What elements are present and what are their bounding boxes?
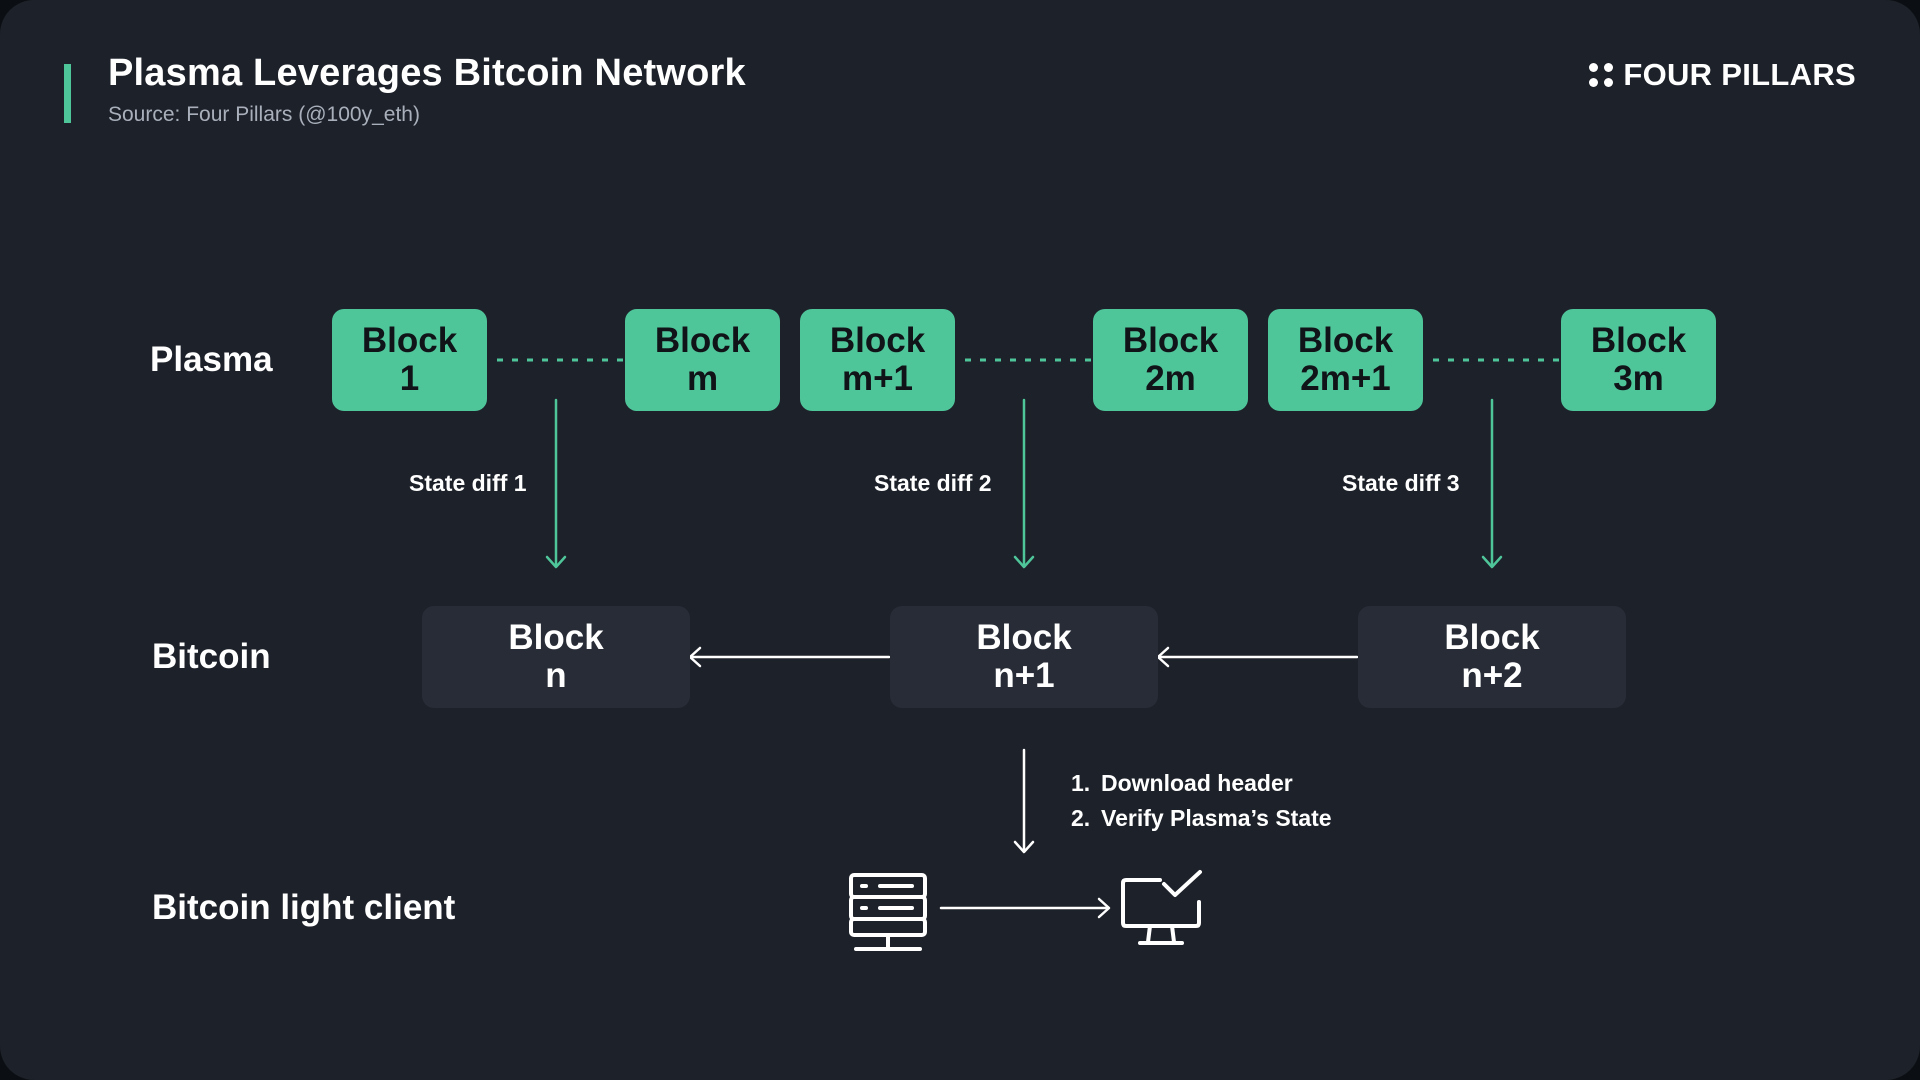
title-accent-bar xyxy=(64,64,71,123)
state-diff-1-arrow xyxy=(545,398,567,569)
bitcoin-block: Block n+1 xyxy=(890,606,1158,708)
state-diff-label: State diff 1 xyxy=(409,470,527,496)
bitcoin-block: Block n+2 xyxy=(1358,606,1626,708)
block-id: 2m xyxy=(1145,359,1196,398)
step-number: 1. xyxy=(1071,770,1091,796)
block-id: n xyxy=(545,656,567,695)
step-text: Verify Plasma’s State xyxy=(1101,805,1332,831)
block-label: Block xyxy=(1122,321,1219,360)
state-diff-3-arrow xyxy=(1481,398,1503,569)
chain-link-arrow xyxy=(688,646,891,668)
source-caption: Source: Four Pillars (@100y_eth) xyxy=(108,103,420,126)
brand-logo: FOUR PILLARS xyxy=(1589,57,1856,93)
row-label-bitcoin: Bitcoin xyxy=(152,637,271,676)
block-label: Block xyxy=(508,618,604,657)
download-arrow xyxy=(1013,748,1035,854)
block-id: 3m xyxy=(1613,359,1664,398)
step-text: Download header xyxy=(1101,770,1293,796)
plasma-block: Block 2m+1 xyxy=(1268,309,1423,411)
plasma-block: Block m+1 xyxy=(800,309,955,411)
four-dots-icon xyxy=(1589,63,1614,87)
row-label-light-client: Bitcoin light client xyxy=(152,888,456,927)
step-item: 2. Verify Plasma’s State xyxy=(1071,801,1332,836)
block-label: Block xyxy=(361,321,458,360)
chain-link-arrow xyxy=(1156,646,1359,668)
state-diff-label: State diff 2 xyxy=(874,470,992,496)
block-label: Block xyxy=(1444,618,1540,657)
block-id: m+1 xyxy=(841,359,914,398)
state-diff-2-arrow xyxy=(1013,398,1035,569)
brand-name: FOUR PILLARS xyxy=(1623,57,1856,92)
monitor-check-icon xyxy=(1121,870,1202,945)
block-label: Block xyxy=(654,321,751,360)
block-id: n+1 xyxy=(993,656,1055,695)
block-label: Block xyxy=(1590,321,1687,360)
page-title: Plasma Leverages Bitcoin Network xyxy=(108,52,746,94)
verify-arrow xyxy=(939,897,1111,919)
plasma-block: Block m xyxy=(625,309,780,411)
plasma-block: Block 2m xyxy=(1093,309,1248,411)
step-item: 1. Download header xyxy=(1071,766,1332,801)
block-id: m xyxy=(686,359,719,398)
block-id: n+2 xyxy=(1461,656,1523,695)
row-label-plasma: Plasma xyxy=(150,340,273,379)
state-diff-label: State diff 3 xyxy=(1342,470,1460,496)
bitcoin-block: Block n xyxy=(422,606,690,708)
block-label: Block xyxy=(1297,321,1394,360)
block-label: Block xyxy=(976,618,1072,657)
block-label: Block xyxy=(829,321,926,360)
block-id: 1 xyxy=(399,359,420,398)
plasma-block: Block 3m xyxy=(1561,309,1716,411)
verification-steps: 1. Download header 2. Verify Plasma’s Stat… xyxy=(1071,766,1332,836)
plasma-block: Block 1 xyxy=(332,309,487,411)
block-id: 2m+1 xyxy=(1300,359,1391,398)
step-number: 2. xyxy=(1071,805,1091,831)
server-icon xyxy=(849,873,927,951)
